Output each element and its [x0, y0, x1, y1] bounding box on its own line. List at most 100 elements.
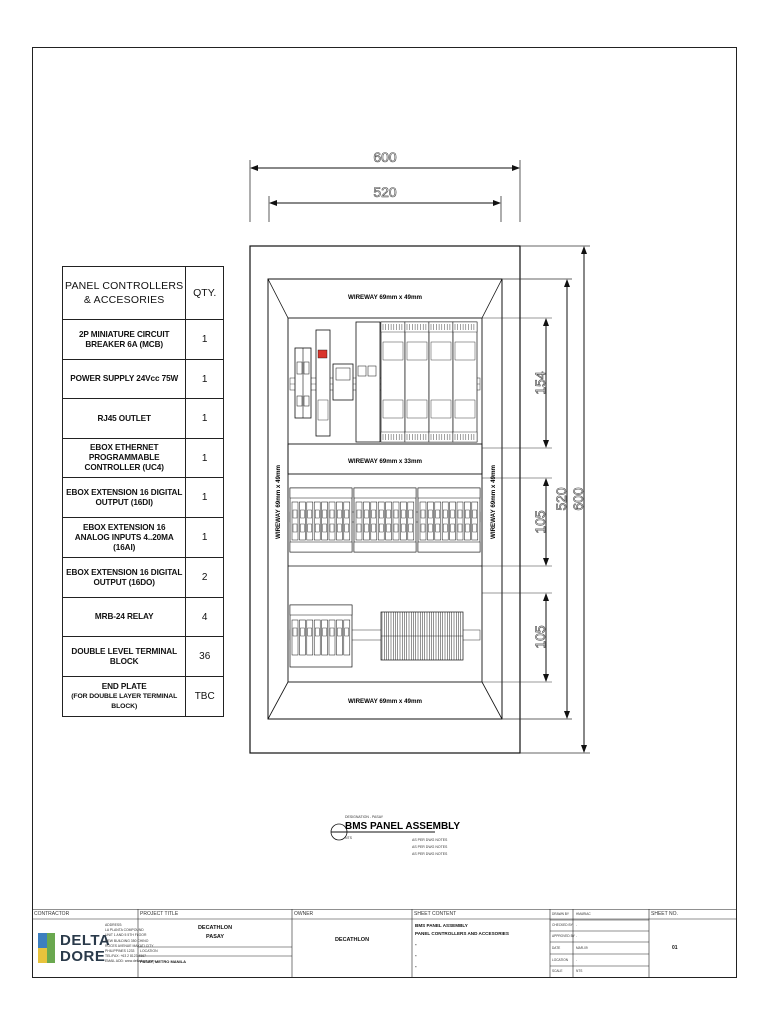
relay-group-footer: [417, 541, 481, 553]
module-face-lower: [382, 399, 404, 419]
relay-contact: [465, 523, 470, 533]
bom-row-qty: 36: [185, 636, 224, 677]
relay: [471, 501, 479, 541]
relay: [321, 619, 328, 656]
relay: [419, 501, 427, 541]
address-line: PHILIPPINES 1233: [105, 949, 135, 954]
module-body: [428, 321, 454, 443]
meta-value: -: [576, 923, 578, 927]
relay: [377, 501, 385, 541]
dimension-top-600: 600: [249, 149, 521, 222]
relay-contact: [386, 523, 391, 533]
relay-coil: [356, 509, 362, 519]
relay-contact: [408, 523, 413, 533]
relay-coil: [315, 627, 320, 637]
relay-coil: [337, 627, 342, 637]
relay: [321, 501, 328, 541]
relay-contact: [472, 523, 477, 533]
contractor-address: ADDRESS: LA PLANTA COMPOUND UNIT 1 AND 5…: [105, 923, 154, 965]
address-line: LA PLANTA COMPOUND: [105, 928, 144, 933]
dimension-label-154: 154: [532, 371, 548, 395]
relay: [299, 619, 306, 656]
relay-group-header: [289, 487, 353, 499]
bom-row-description: END PLATE (FOR DOUBLE LAYER TERMINAL BLO…: [61, 676, 187, 717]
relay-contact: [457, 523, 463, 533]
bom-row-description: POWER SUPPLY 24Vcc 75W: [61, 359, 187, 399]
relay: [328, 501, 336, 541]
double-level-terminal-blocks: [380, 611, 464, 661]
terminal-block-row: [289, 604, 481, 668]
module-terminal-top: [452, 321, 478, 333]
title-block-grid: [32, 909, 737, 978]
relay-contact: [315, 523, 320, 533]
owner-value: DECATHLON: [334, 937, 370, 943]
dimension-top-520: 520: [268, 184, 502, 222]
bom-row-qty: 1: [185, 477, 224, 518]
relay-block: [289, 604, 353, 668]
meta-label: SCALE: [552, 969, 563, 973]
bom-row-description: RJ45 OUTLET: [61, 398, 187, 439]
relay: [363, 501, 370, 541]
project-title-label: PROJECT TITLE: [140, 911, 179, 917]
dimension-label-600-vertical: 600: [570, 487, 586, 511]
sheet-contents-1: BMS PANEL ASSEMBLY: [415, 923, 468, 928]
drawing-note-2: AS PER DWG NOTES: [412, 845, 448, 849]
relay-group-footer: [353, 541, 417, 553]
address-line: ROCES AVENUE MAKATI CITY: [105, 943, 154, 948]
meta-label: APPROVED BY: [552, 934, 575, 938]
bom-row: END PLATE (FOR DOUBLE LAYER TERMINAL BLO…: [61, 676, 224, 717]
bom-row-qty: 1: [185, 319, 224, 360]
relay: [306, 501, 314, 541]
ebox-controller-uc4: [355, 321, 381, 443]
sheet-contents-bullet: -: [415, 953, 417, 959]
meta-label: DATE: [552, 946, 561, 950]
dimension-label-520: 520: [373, 184, 397, 200]
relay-coil: [379, 509, 384, 519]
bom-row-description: MRB-24 RELAY: [61, 597, 187, 637]
module-body: [404, 321, 430, 443]
wireway-top-label: WIREWAY 69mm x 49mm: [348, 294, 422, 301]
bom-row: EBOX EXTENSION 16 DIGITAL OUTPUT (16DI) …: [61, 477, 224, 518]
relay-coil: [315, 509, 320, 519]
drawing-title: BMS PANEL ASSEMBLY: [345, 821, 460, 832]
relay-group: [417, 487, 481, 553]
bom-table: PANEL CONTROLLERS & ACCESORIES QTY. 2P M…: [61, 266, 224, 717]
relay-block-header: [289, 604, 353, 616]
dimension-label-600: 600: [373, 149, 397, 165]
relay-contact: [292, 523, 298, 533]
drawing-note-1: AS PER DWG NOTES: [412, 838, 448, 842]
bom-row-description: 2P MINIATURE CIRCUIT BREAKER 6A (MCB): [61, 319, 187, 360]
relay-coil: [292, 627, 298, 637]
relay-coil: [322, 509, 327, 519]
sheet-contents-bullet: -: [415, 942, 417, 948]
relay-coil: [292, 509, 298, 519]
relay-contact: [371, 523, 376, 533]
meta-value: NTS: [576, 969, 583, 973]
module-body: [380, 321, 406, 443]
bom-row-description: EBOX EXTENSION 16 ANALOG INPUTS 4..20MA …: [61, 517, 187, 558]
sheet-contents-2: PANEL CONTROLLERS AND ACCESORIES: [415, 931, 509, 936]
relay: [385, 501, 392, 541]
relay-module-row: [289, 487, 481, 553]
relay: [313, 619, 321, 656]
sheet-contents-bullet: -: [415, 964, 417, 970]
relay-contact: [420, 523, 426, 533]
location-label: LOCATION: [140, 949, 158, 953]
meta-label: CHECKED BY: [552, 923, 573, 927]
bom-row-description: DOUBLE LEVEL TERMINAL BLOCK: [61, 636, 187, 677]
meta-value: HMARIAC: [576, 912, 591, 916]
bom-row-qty: 1: [185, 398, 224, 439]
relay-contact: [300, 523, 305, 533]
relay-contact: [329, 523, 335, 533]
relay: [456, 501, 464, 541]
drawing-note-3: AS PER DWG NOTES: [412, 852, 448, 856]
meta-label: DRAWN BY: [552, 912, 570, 916]
contractor-label: CONTRACTOR: [34, 911, 70, 917]
relay-coil: [344, 627, 349, 637]
mcb-breaker: [294, 347, 312, 419]
module-terminal-bottom: [404, 431, 430, 443]
relay-coil: [329, 627, 335, 637]
relay-coil: [435, 509, 440, 519]
relay-contact: [337, 523, 342, 533]
